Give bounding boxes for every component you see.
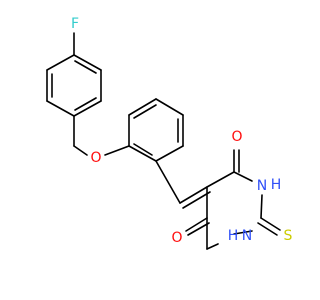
ether-oxygen-label: O [90,150,101,166]
thiobarbiturate-ring [206,171,263,250]
benzylidene-double-bond-2 [182,191,211,209]
benzylidene-double-bond [179,186,208,204]
thione-bond-b [257,222,278,236]
thione-bond-a [260,217,281,231]
o-aryl-bond [104,145,130,156]
nitrogen-upper-label: N [257,178,267,194]
carbonyl-lower-bond-a [185,217,208,232]
hydrogen-upper-label: H [271,177,282,193]
carbonyl-lower-bond-b [187,222,210,236]
fluorine-label: F [71,16,79,32]
structure-drawing: F O O O N H N H S [46,16,293,250]
ch2-bond-b [73,145,88,156]
sulfur-label: S [284,228,293,244]
molecule-diagram: F O O O N H N H S [46,16,293,250]
carbonyl-oxygen-upper-label: O [231,129,242,145]
phenyl-ring [128,98,184,162]
carbonyl-oxygen-lower-label: O [171,230,182,246]
fluorophenyl-ring [46,54,102,117]
benzylidene-bond [155,160,181,204]
hydrogen-lower-label: H [228,228,239,244]
nitrogen-lower-label: N [242,228,252,244]
